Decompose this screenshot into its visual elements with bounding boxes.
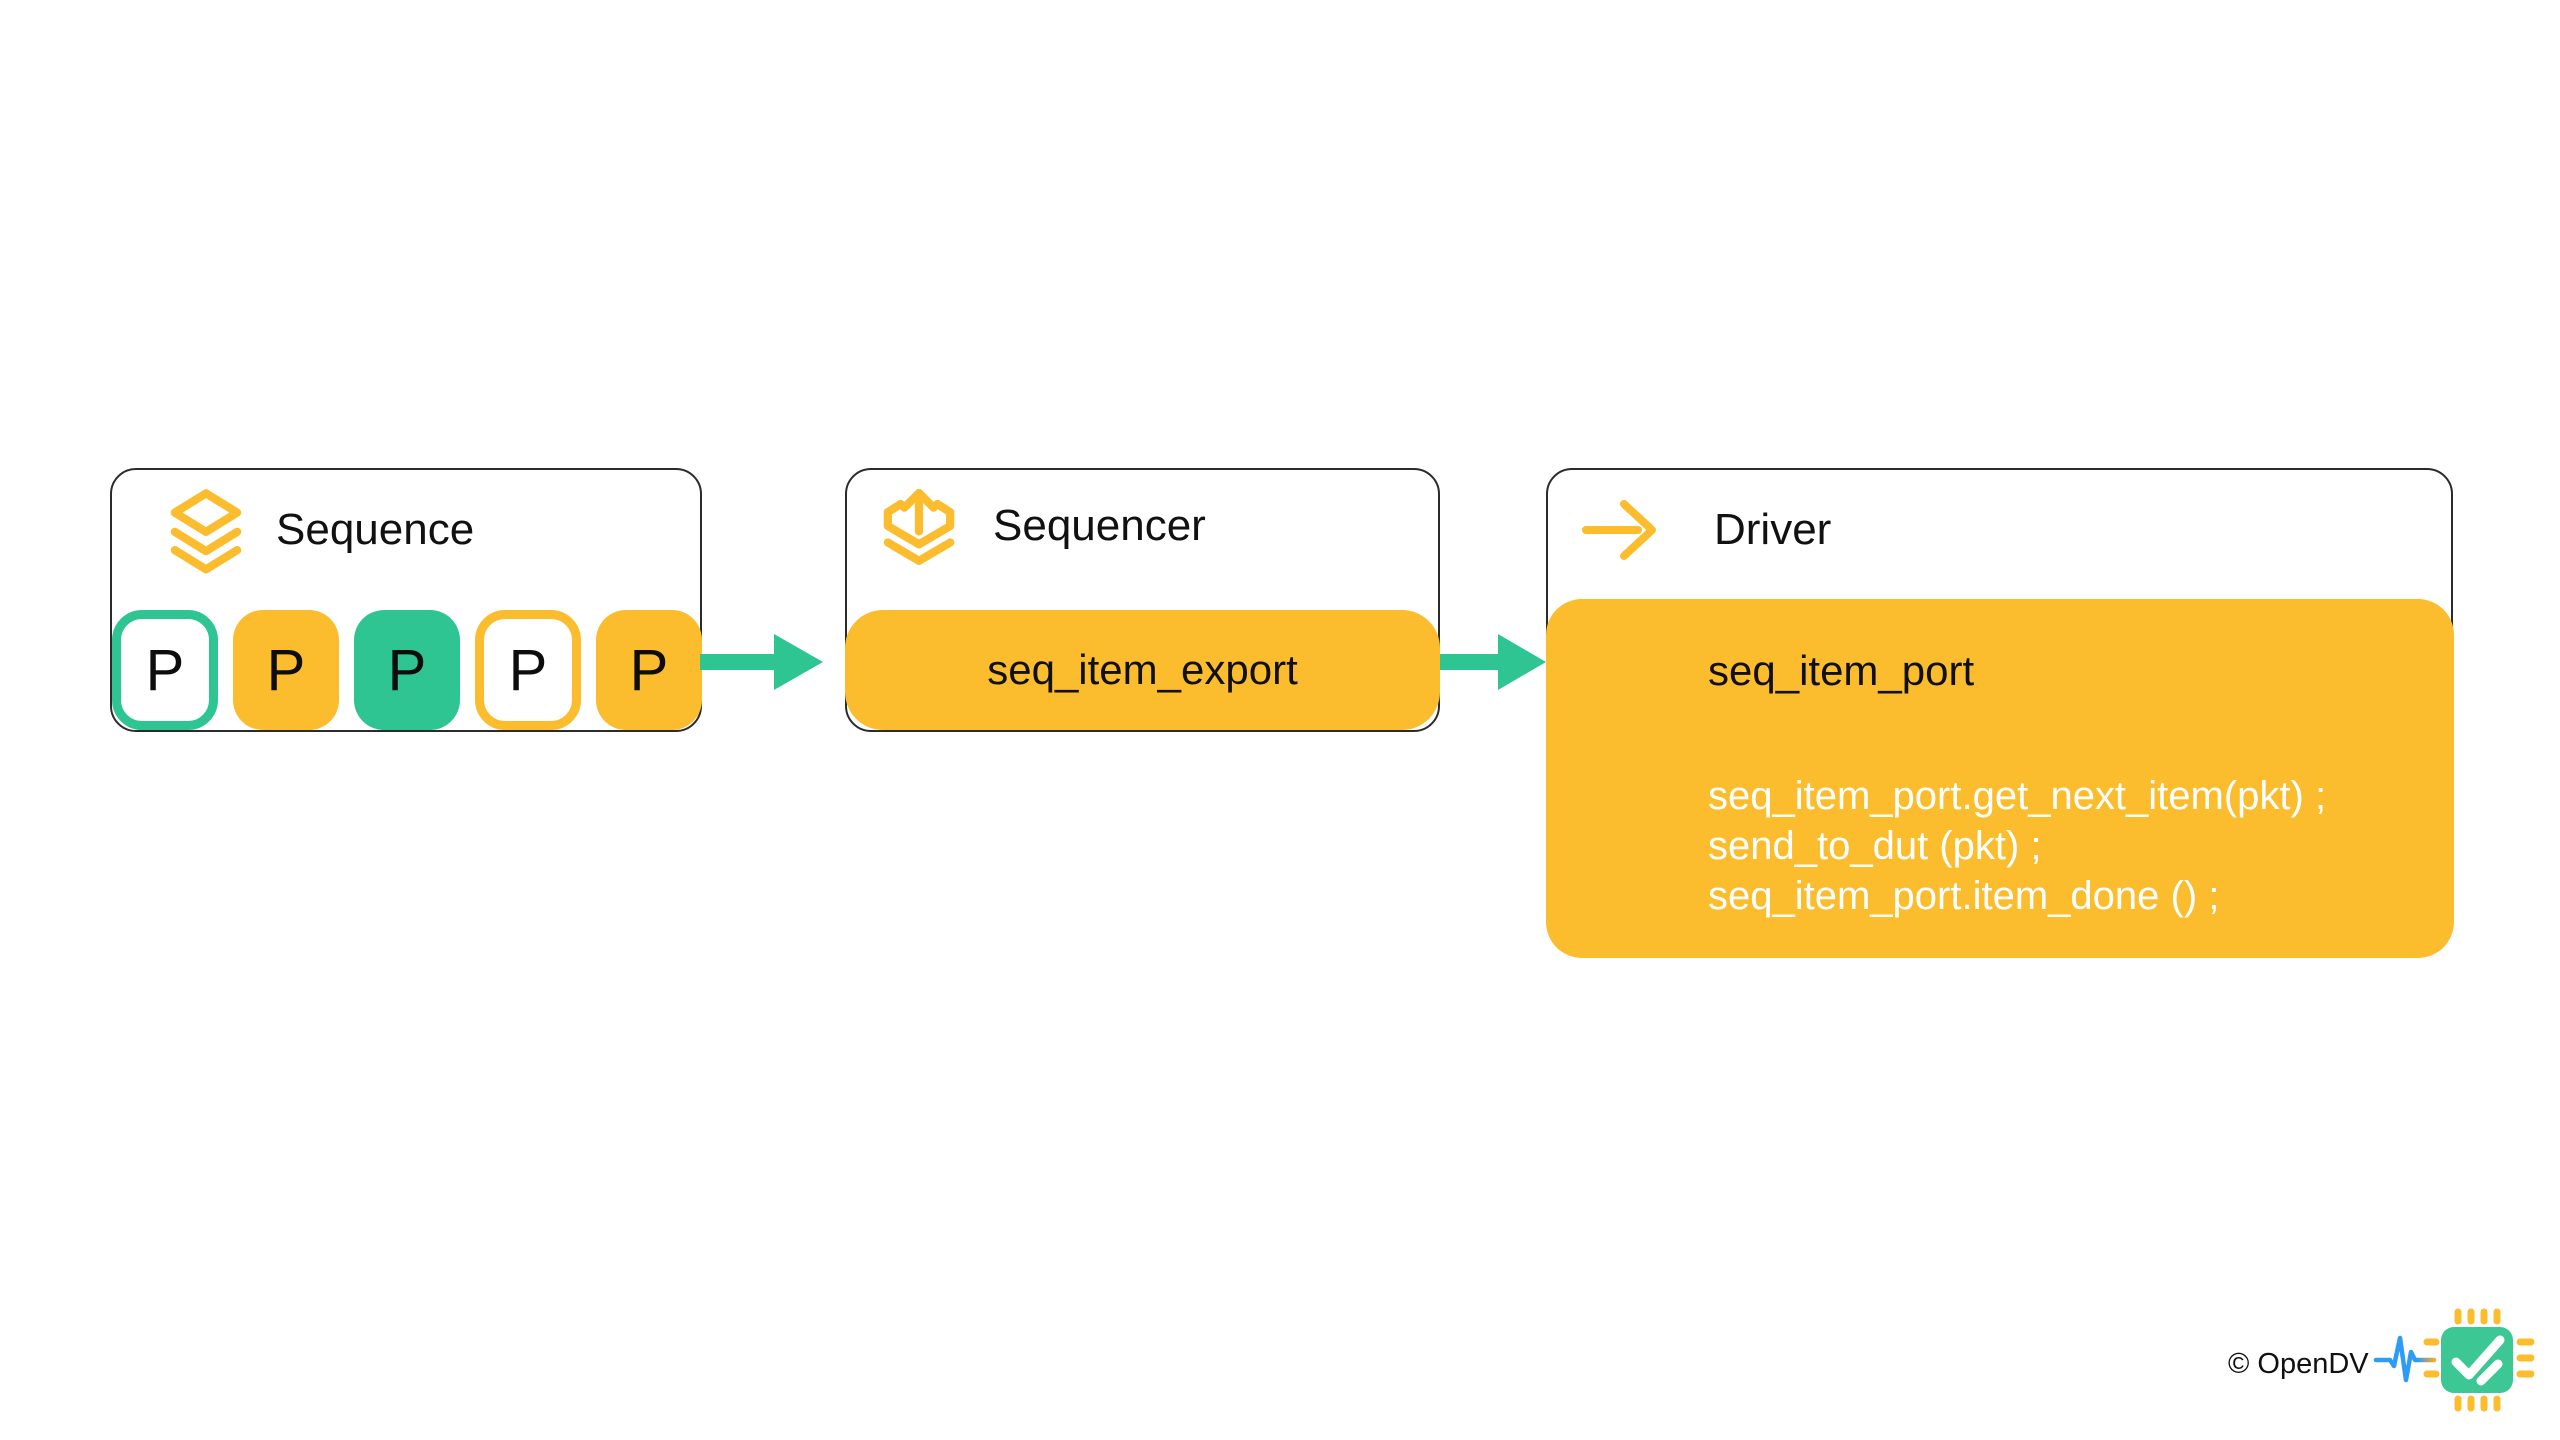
code-line-2: send_to_dut (pkt) ;: [1708, 824, 2042, 868]
packet-p-2: P: [233, 610, 339, 730]
seq-item-export-port: seq_item_export: [845, 610, 1440, 730]
upload-layers-icon: [875, 482, 963, 570]
sequencer-header: Sequencer: [875, 482, 1206, 570]
code-line-3: seq_item_port.item_done () ;: [1708, 874, 2220, 918]
code-line-1: seq_item_port.get_next_item(pkt) ;: [1708, 774, 2327, 818]
packet-label: P: [266, 637, 306, 703]
packet-label: P: [629, 637, 669, 703]
chip-pins: [2423, 1308, 2535, 1412]
sequence-packet-row: P P P P P: [112, 610, 702, 730]
driver-code-block: seq_item_port.get_next_item(pkt) ; send_…: [1708, 771, 2326, 921]
driver-header: Driver: [1582, 492, 1831, 568]
flow-arrow-sequencer-to-driver: [1440, 631, 1547, 693]
seq-item-export-label: seq_item_export: [987, 646, 1298, 693]
packet-label: P: [508, 637, 548, 703]
packet-p-3: P: [354, 610, 460, 730]
opendv-logo: [2368, 1298, 2546, 1422]
layers-icon: [162, 486, 250, 574]
seq-item-port-panel: seq_item_port seq_item_port.get_next_ite…: [1546, 599, 2454, 958]
packet-label: P: [145, 637, 185, 703]
seq-item-port-label: seq_item_port: [1708, 647, 1975, 694]
sequence-title: Sequence: [276, 505, 475, 554]
flow-arrow-sequence-to-sequencer: [700, 631, 824, 693]
packet-p-4: P: [475, 610, 581, 730]
packet-p-1: P: [112, 610, 218, 730]
waveform-icon: [2373, 1335, 2437, 1383]
arrow-right-icon: [1582, 494, 1666, 566]
driver-title: Driver: [1714, 505, 1832, 554]
sequence-header: Sequence: [162, 486, 474, 574]
packet-label: P: [387, 637, 427, 703]
packet-p-5: P: [596, 610, 702, 730]
copyright-text: © OpenDV: [2228, 1348, 2369, 1380]
sequencer-title: Sequencer: [993, 501, 1206, 550]
